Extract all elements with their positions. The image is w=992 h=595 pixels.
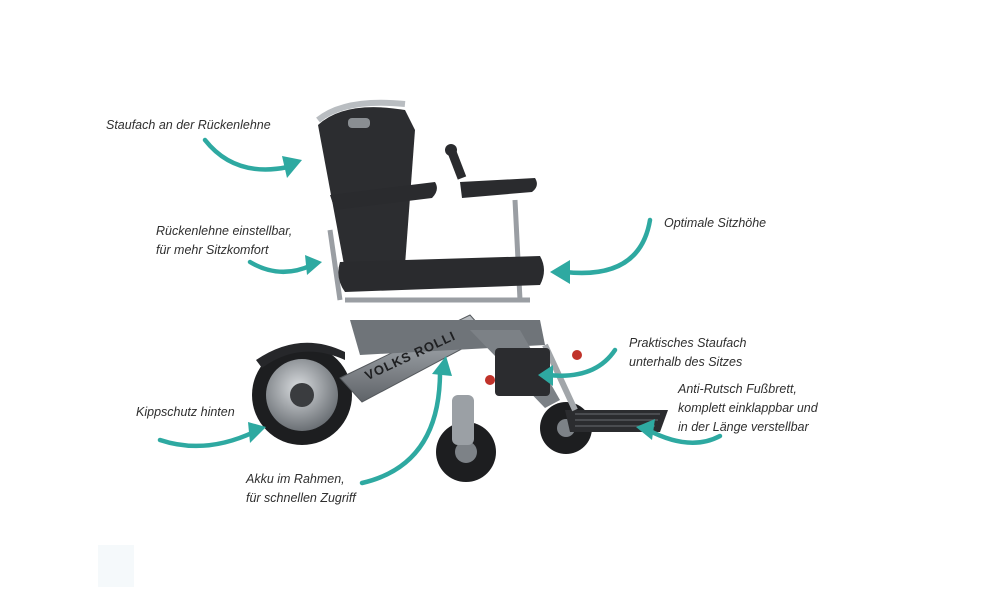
callout-text: Praktisches Staufach <box>629 336 747 350</box>
arrow-backrest-pocket <box>202 137 291 172</box>
arrow-footrest <box>645 427 723 445</box>
background-artifact <box>98 545 134 587</box>
callout-text: komplett einklappbar und <box>678 401 818 415</box>
reflector <box>485 375 495 385</box>
backrest <box>316 99 415 270</box>
arrowhead <box>305 255 322 275</box>
callout-text: Staufach an der Rückenlehne <box>106 118 271 132</box>
arrowhead <box>636 419 655 440</box>
callout-text: Akku im Rahmen, <box>246 472 345 486</box>
front-wheels <box>436 395 592 482</box>
arrowhead <box>550 260 570 284</box>
arrowhead <box>282 156 302 178</box>
reflector <box>572 350 582 360</box>
callout-text: unterhalb des Sitzes <box>629 355 743 369</box>
arrowhead <box>538 365 553 386</box>
armrests <box>330 144 537 210</box>
callout-footrest: Anti-Rutsch Fußbrett, komplett einklappb… <box>678 380 818 437</box>
rear-wheel <box>252 342 352 445</box>
callout-text: Kippschutz hinten <box>136 405 235 419</box>
callout-battery: Akku im Rahmen, für schnellen Zugriff <box>246 470 356 508</box>
arrow-seat-height <box>562 217 653 276</box>
arrowhead <box>432 356 452 376</box>
callout-text: Rückenlehne einstellbar, <box>156 224 293 238</box>
callout-seat-height: Optimale Sitzhöhe <box>664 214 766 233</box>
seat-cushion <box>338 256 544 292</box>
storage-basket <box>495 348 550 396</box>
callout-under-seat-storage: Praktisches Staufach unterhalb des Sitze… <box>629 334 746 372</box>
callout-anti-tip: Kippschutz hinten <box>136 403 235 422</box>
callout-text: für mehr Sitzkomfort <box>156 243 269 257</box>
callout-text: Anti-Rutsch Fußbrett, <box>678 382 797 396</box>
arrow-anti-tip <box>157 429 257 449</box>
callout-text: in der Länge verstellbar <box>678 420 809 434</box>
callout-text: Optimale Sitzhöhe <box>664 216 767 230</box>
arrow-backrest-adjust <box>247 259 315 275</box>
callout-backrest-adjust: Rückenlehne einstellbar, für mehr Sitzko… <box>156 222 292 260</box>
callout-text: für schnellen Zugriff <box>246 491 356 505</box>
arrowhead <box>248 422 266 443</box>
arrow-under-seat <box>545 347 618 378</box>
callout-backrest-pocket: Staufach an der Rückenlehne <box>106 116 271 135</box>
arrow-battery <box>359 369 443 486</box>
